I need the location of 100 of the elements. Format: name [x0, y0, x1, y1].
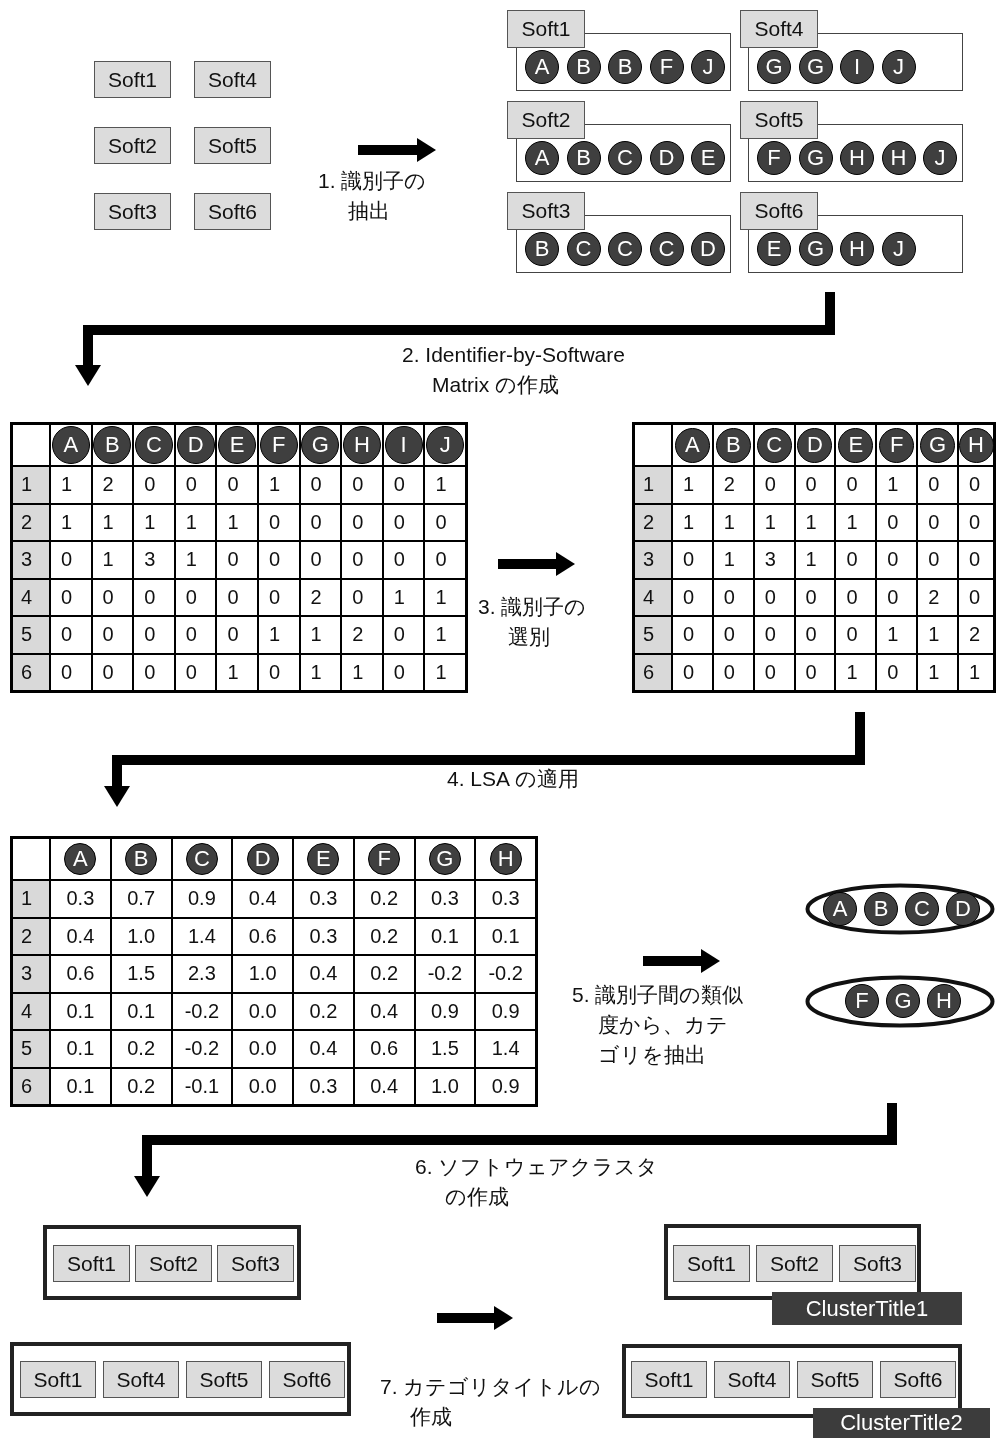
table-cell: 1 — [959, 654, 993, 690]
table-cell: 0 — [51, 542, 91, 578]
table-cell: 1 — [259, 617, 299, 653]
table-cell: 0.4 — [51, 918, 110, 954]
table-cell: 0.0 — [233, 1031, 292, 1067]
software-box: Soft6 — [880, 1361, 956, 1398]
row-number: 1 — [13, 881, 49, 917]
table-cell: 0 — [795, 654, 835, 690]
cluster-box — [10, 1342, 351, 1416]
software-box: Soft2 — [94, 127, 171, 164]
table-cell: 1 — [383, 579, 424, 615]
software-box: Soft5 — [797, 1361, 873, 1398]
table-cell: 0.1 — [51, 1031, 110, 1067]
table-cell: 2 — [300, 579, 341, 615]
table-cell: 0 — [92, 617, 133, 653]
table-cell: 0.3 — [294, 918, 353, 954]
cluster-box — [664, 1224, 921, 1300]
table-cell: 0 — [175, 467, 216, 503]
identifier-badge: H — [840, 232, 874, 266]
row-number: 5 — [13, 1031, 49, 1067]
table-cell: 2.3 — [172, 956, 232, 992]
software-box: Soft2 — [135, 1245, 212, 1282]
identifier-badge: G — [798, 232, 833, 266]
software-tab: Soft5 — [740, 101, 818, 139]
table-cell: 0 — [918, 467, 957, 503]
cluster-title: ClusterTitle1 — [772, 1292, 962, 1325]
software-tab: Soft2 — [507, 101, 585, 139]
table-cell: 0 — [877, 654, 917, 690]
table-cell: 0.1 — [51, 1068, 110, 1104]
table-cell: 0 — [836, 542, 876, 578]
table-cell: 1 — [425, 467, 465, 503]
identifier-badge: D — [691, 232, 725, 266]
table-cell: 0.4 — [294, 1031, 353, 1067]
table-cell: 0 — [383, 504, 424, 540]
table-cell: 0 — [425, 542, 465, 578]
table-cell: 0.0 — [233, 1068, 292, 1104]
table-cell: 0 — [300, 467, 341, 503]
identifier-badge: J — [691, 50, 725, 84]
software-box: Soft5 — [186, 1361, 262, 1398]
table-cell: 0 — [300, 542, 341, 578]
table-cell: 0 — [425, 504, 465, 540]
table-cell: 0 — [877, 579, 917, 615]
table-cell: 1.4 — [172, 918, 232, 954]
table-cell: 0.7 — [111, 881, 171, 917]
software-tab: Soft4 — [740, 10, 818, 48]
identifier-badge: A — [525, 141, 559, 175]
step-label: 7. カテゴリタイトルの作成 — [380, 1374, 603, 1430]
table-cell: 1.0 — [415, 1068, 475, 1104]
table-cell: 0 — [217, 579, 257, 615]
table-cell: 1 — [92, 504, 133, 540]
table-cell: 0 — [217, 617, 257, 653]
table-cell: 0.4 — [354, 993, 414, 1029]
table-cell: 0.2 — [111, 1068, 171, 1104]
software-box: Soft6 — [269, 1361, 345, 1398]
table-cell: 0 — [836, 617, 876, 653]
table-cell: 1 — [92, 542, 133, 578]
identifier-badge: I — [840, 50, 874, 84]
table-cell: 1 — [300, 617, 341, 653]
table-cell: 0 — [259, 579, 299, 615]
table-cell: 0 — [342, 579, 382, 615]
step-label: 5. 識別子間の類似度から、カテゴリを抽出 — [572, 982, 745, 1068]
table-cell: 1 — [425, 579, 465, 615]
table-cell: 1 — [51, 504, 91, 540]
table-cell: 1.5 — [111, 956, 171, 992]
table-cell: 1 — [425, 617, 465, 653]
row-number: 5 — [635, 617, 671, 653]
software-box: Soft1 — [53, 1245, 130, 1282]
software-box: Soft1 — [94, 61, 171, 98]
table-cell: 1 — [217, 654, 257, 690]
table-cell: 0 — [754, 617, 794, 653]
table-cell: 1.5 — [415, 1031, 475, 1067]
table-cell: 1 — [175, 542, 216, 578]
table-cell: 0.2 — [354, 918, 414, 954]
row-number: 3 — [635, 542, 671, 578]
row-number: 2 — [13, 504, 49, 540]
table-cell: 0 — [175, 617, 216, 653]
table-cell: 0 — [217, 467, 257, 503]
table-cell: -0.2 — [476, 956, 535, 992]
table-cell: 0 — [959, 504, 993, 540]
table-cell: 0.6 — [354, 1031, 414, 1067]
table-cell: 0.2 — [294, 993, 353, 1029]
table-cell: 1 — [342, 654, 382, 690]
identifier-badge: J — [881, 232, 916, 266]
identifier-badge: G — [798, 141, 833, 175]
table-cell: -0.2 — [172, 1031, 232, 1067]
identifier-badge: C — [608, 141, 642, 175]
software-box: Soft4 — [714, 1361, 790, 1398]
table-cell: 0.0 — [233, 993, 292, 1029]
data-table — [10, 836, 538, 1107]
table-cell: 0 — [836, 467, 876, 503]
row-number: 6 — [635, 654, 671, 690]
table-cell: 0.2 — [354, 881, 414, 917]
row-number: 3 — [13, 542, 49, 578]
software-box: Soft5 — [194, 127, 271, 164]
identifier-badge: C — [649, 232, 684, 266]
identifier-badge: C — [566, 232, 601, 266]
table-cell: 2 — [92, 467, 133, 503]
table-cell: 0.1 — [51, 993, 110, 1029]
table-cell: 0 — [713, 617, 753, 653]
table-cell: 1 — [175, 504, 216, 540]
